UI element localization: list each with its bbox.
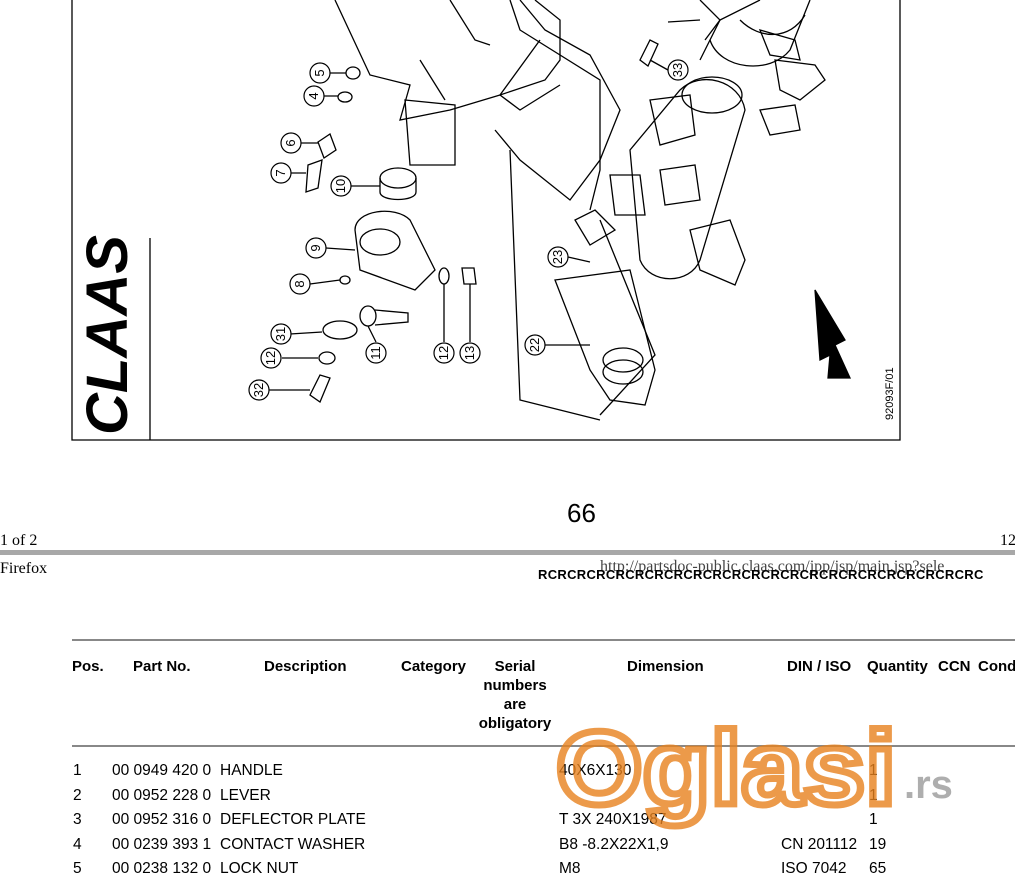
diagram-frame (71, 0, 901, 441)
svg-text:Oglasi: Oglasi (556, 712, 896, 827)
callout-number: 10 (333, 179, 348, 193)
cell-description: HANDLE (220, 762, 283, 779)
cell-pos: 3 (73, 811, 82, 828)
cell-description: LEVER (220, 787, 271, 804)
header-serial: Serial numbers are obligatory (474, 657, 556, 733)
table-row: 5 00 0238 132 0 LOCK NUT M8 ISO 7042 65 (0, 860, 1015, 884)
cell-description: CONTACT WASHER (220, 836, 366, 853)
claas-logo: CLAAS (75, 235, 140, 435)
cell-part-no: 00 0239 393 1 (112, 836, 212, 853)
callout-number: 11 (368, 346, 383, 360)
cell-quantity: 1 (869, 762, 878, 779)
print-date: 12 (1000, 532, 1015, 549)
page-divider (0, 550, 1015, 555)
header-serial-line: Serial (494, 658, 536, 675)
cell-pos: 1 (73, 762, 82, 779)
table-top-rule (72, 639, 1015, 641)
cell-part-no: 00 0238 132 0 (112, 860, 212, 877)
header-serial-line: obligatory (478, 715, 552, 732)
browser-label: Firefox (0, 560, 48, 577)
callout-number: 8 (292, 280, 307, 287)
cell-quantity: 1 (869, 787, 878, 804)
callout-number: 13 (462, 346, 477, 360)
header-part-no: Part No. (133, 658, 191, 675)
callout-number: 9 (308, 244, 323, 251)
print-page-count: 1 of 2 (0, 532, 38, 549)
table-row: 3 00 0952 316 0 DEFLECTOR PLATE T 3X 240… (0, 811, 1015, 835)
page-number-text: 66 (567, 498, 596, 528)
page-url[interactable]: http://partsdoc-public.claas.com/jpp/jsp… (600, 558, 945, 575)
cell-part-no: 00 0952 316 0 (112, 811, 212, 828)
header-serial-line: are (503, 696, 527, 713)
cell-din-iso: CN 201112 (781, 836, 858, 853)
header-pos: Pos. (72, 658, 104, 675)
callout-number: 31 (273, 327, 288, 341)
callout-number: 23 (550, 250, 565, 264)
page-number: 66 (0, 498, 1015, 528)
table-header-rule (72, 745, 1015, 747)
callout-number: 7 (273, 169, 288, 176)
header-ccn: CCN (938, 658, 971, 675)
header-cond: Cond (978, 658, 1015, 675)
cell-quantity: 19 (869, 836, 887, 853)
header-dimension: Dimension (627, 658, 704, 675)
cell-quantity: 65 (869, 860, 887, 877)
rc-strip: RCRCRCRCRCRCRCRCRCRCRCRCRCRCRCRCRCRCRCRC… (538, 567, 984, 582)
figure-code: 92093F/01 (884, 367, 896, 420)
cell-din-iso: ISO 7042 (781, 860, 847, 877)
svg-text:.rs: .rs (904, 763, 953, 807)
cell-part-no: 00 0949 420 0 (112, 762, 212, 779)
cell-pos: 2 (73, 787, 82, 804)
cell-dimension: B8 -8.2X22X1,9 (559, 836, 669, 853)
cell-part-no: 00 0952 228 0 (112, 787, 212, 804)
header-quantity: Quantity (867, 658, 928, 675)
parts-diagram: 5 4 6 7 10 9 8 31 12 32 11 12 13 23 22 33 CLAAS 92093F/… (71, 0, 901, 441)
callout-number: 12 (436, 346, 451, 360)
cell-description: LOCK NUT (220, 860, 299, 877)
table-row: 2 00 0952 228 0 LEVER 1 (0, 787, 1015, 811)
table-row: 4 00 0239 393 1 CONTACT WASHER B8 -8.2X2… (0, 836, 1015, 860)
cell-dimension: 40X6X130 (559, 762, 632, 779)
callout-number: 4 (306, 92, 321, 99)
cell-dimension: M8 (559, 860, 581, 877)
cell-quantity: 1 (869, 811, 878, 828)
cell-description: DEFLECTOR PLATE (220, 811, 366, 828)
cell-pos: 4 (73, 836, 82, 853)
cell-pos: 5 (73, 860, 82, 877)
header-serial-line: numbers (483, 677, 547, 694)
header-category: Category (401, 658, 467, 675)
header-din-iso: DIN / ISO (787, 658, 852, 675)
callout-number: 33 (670, 63, 685, 77)
callout-number: 6 (283, 139, 298, 146)
callout-number: 12 (263, 351, 278, 365)
callout-number: 32 (251, 383, 266, 397)
table-row: 1 00 0949 420 0 HANDLE 40X6X130 1 (0, 762, 1015, 786)
callout-number: 5 (312, 69, 327, 76)
cell-dimension: T 3X 240X1987 (559, 811, 667, 828)
callout-number: 22 (527, 338, 542, 352)
header-description: Description (264, 658, 347, 675)
oglasi-watermark: Oglasi .rs (556, 712, 953, 831)
